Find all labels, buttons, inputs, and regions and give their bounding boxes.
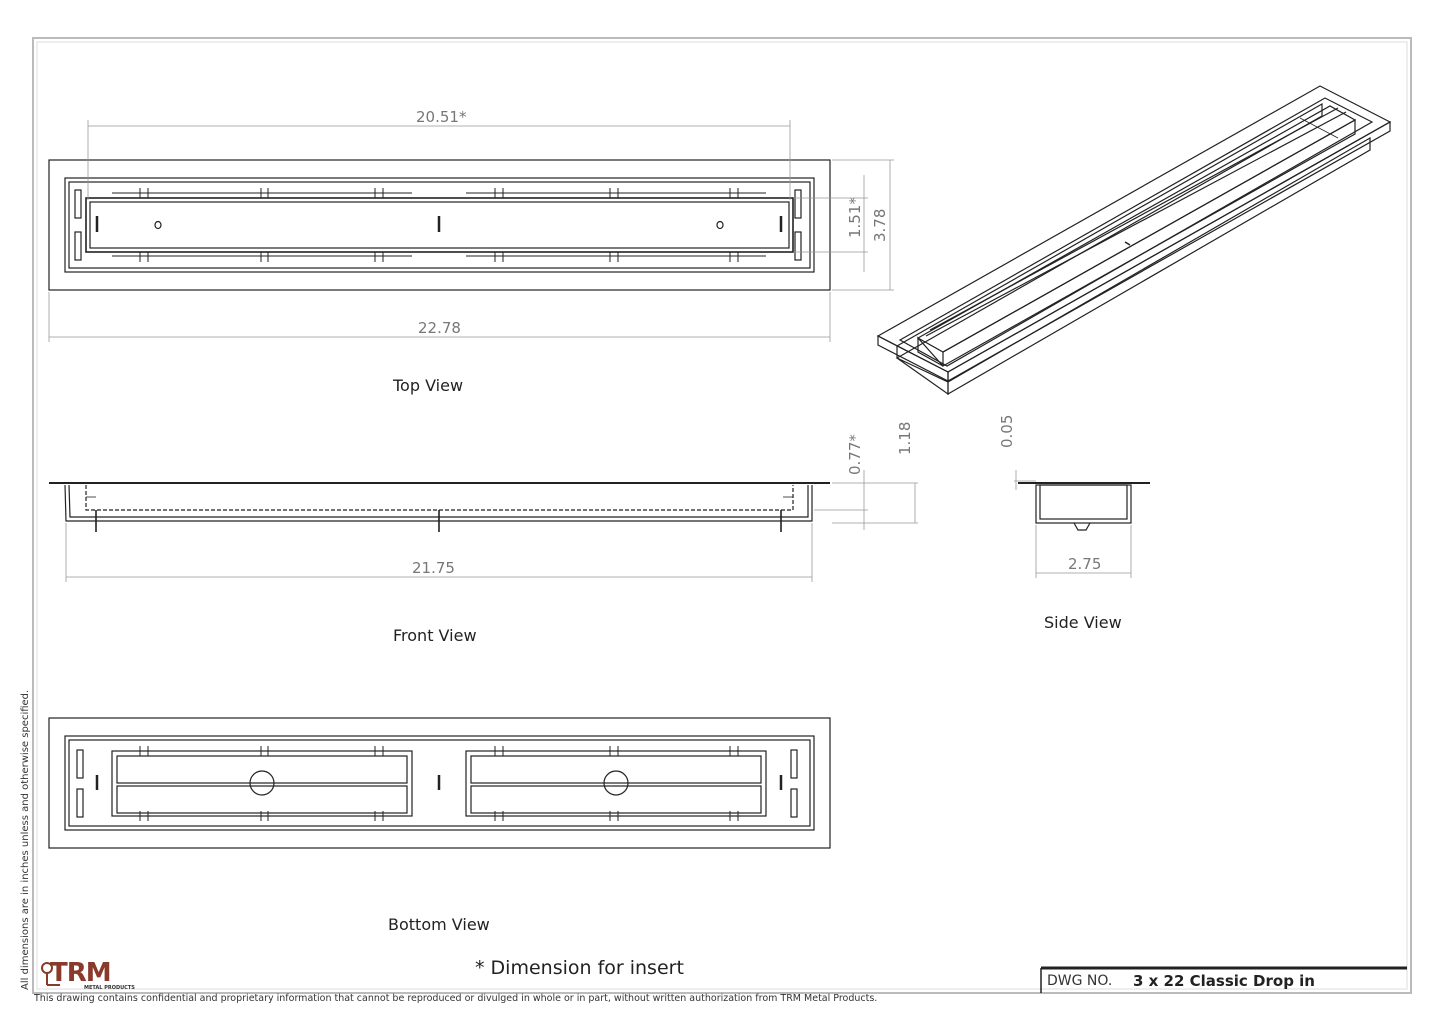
dimension-front-overall-depth: 1.18 — [896, 421, 914, 455]
dimension-side-flange-thickness: 0.05 — [998, 414, 1016, 448]
isometric-view-drawing — [876, 85, 1392, 396]
drawing-number-label: DWG NO. — [1047, 973, 1113, 989]
dimension-top-overall-length: 22.78 — [418, 319, 461, 337]
side-view-drawing — [1018, 482, 1150, 531]
dimension-top-inner-width: 1.51* — [846, 197, 864, 238]
side-view-dimension-lines — [1014, 470, 1132, 578]
top-view-drawing — [48, 159, 831, 291]
dimension-front-inner-depth: 0.77* — [846, 434, 864, 475]
title-block — [1040, 966, 1407, 993]
bottom-view-drawing — [48, 717, 831, 849]
dimension-front-body-length: 21.75 — [412, 559, 455, 577]
top-view-dimension-lines — [48, 120, 894, 342]
top-view-label: Top View — [393, 376, 464, 395]
dimension-top-overall-width: 3.78 — [871, 208, 889, 242]
front-view-label: Front View — [393, 626, 477, 645]
logo-gear-icon — [41, 962, 60, 986]
side-view-label: Side View — [1044, 613, 1122, 632]
drawing-number-value: 3 x 22 Classic Drop in — [1133, 972, 1315, 990]
front-view-drawing — [49, 482, 830, 532]
bottom-view-label: Bottom View — [388, 915, 490, 934]
confidentiality-footer: This drawing contains confidential and p… — [34, 993, 878, 1004]
units-note: All dimensions are in inches unless and … — [20, 689, 31, 990]
front-view-dimension-lines — [65, 470, 918, 582]
dimension-side-body-width: 2.75 — [1068, 555, 1102, 573]
company-logo-tagline: METAL PRODUCTS — [84, 985, 135, 991]
insert-dimension-note: * Dimension for insert — [475, 957, 684, 979]
dimension-top-inner-length: 20.51* — [416, 108, 467, 126]
company-logo: TRM — [50, 958, 112, 988]
